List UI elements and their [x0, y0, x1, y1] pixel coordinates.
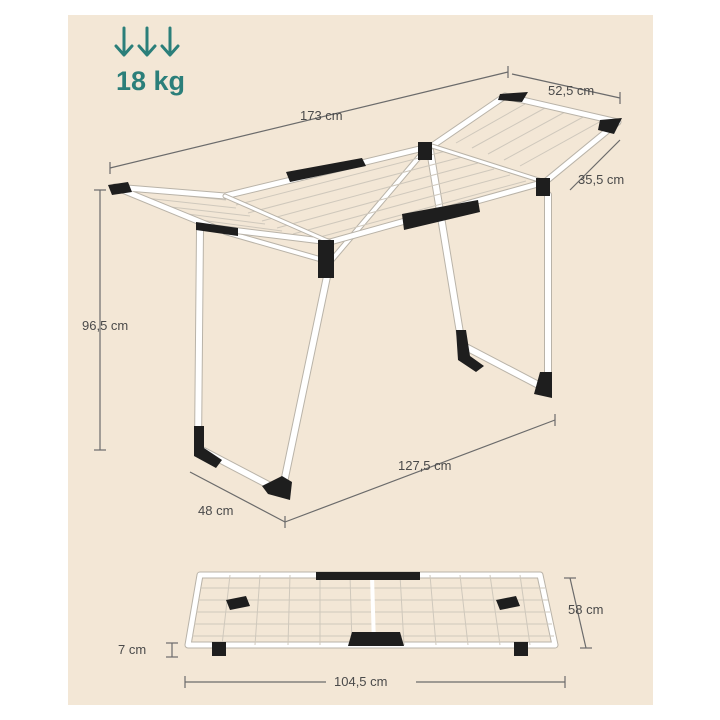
folded-rack [184, 571, 559, 656]
folded-length-label-bg [326, 672, 416, 690]
max-load-label: 18 kg [116, 66, 185, 96]
foot-back-left [456, 330, 484, 372]
hanging-wires [129, 99, 604, 241]
foot-front-left [194, 426, 222, 468]
dimension-lines [94, 66, 621, 528]
folded-length-label: 104,5 cm [334, 674, 387, 689]
left-wing-cap [108, 182, 132, 195]
folded-thickness-label: 7 cm [118, 642, 146, 657]
right-wing-front-cap [598, 118, 622, 134]
width-top-label: 52,5 cm [548, 83, 594, 98]
weight-badge: 18 kg [114, 26, 185, 96]
wing-depth-label: 35,5 cm [578, 172, 624, 187]
base-length-label: 127,5 cm [398, 458, 451, 473]
rack-fittings [108, 92, 622, 500]
foot-front-right [262, 476, 292, 500]
center-joint [318, 240, 334, 278]
accessory-holder-right [402, 200, 480, 230]
left-wing-hinge [196, 222, 238, 236]
length-open-label: 173 cm [300, 108, 343, 123]
foot-back-right [534, 372, 552, 398]
accessory-holder-left [286, 158, 366, 182]
right-hinge [536, 178, 550, 196]
back-hinge [418, 142, 432, 160]
down-arrows-icon [114, 26, 180, 57]
height-label: 96,5 cm [82, 318, 128, 333]
right-wing-back-cap [498, 92, 528, 102]
base-width-label: 48 cm [198, 503, 233, 518]
folded-depth-label: 58 cm [568, 602, 603, 617]
product-background [68, 15, 653, 705]
